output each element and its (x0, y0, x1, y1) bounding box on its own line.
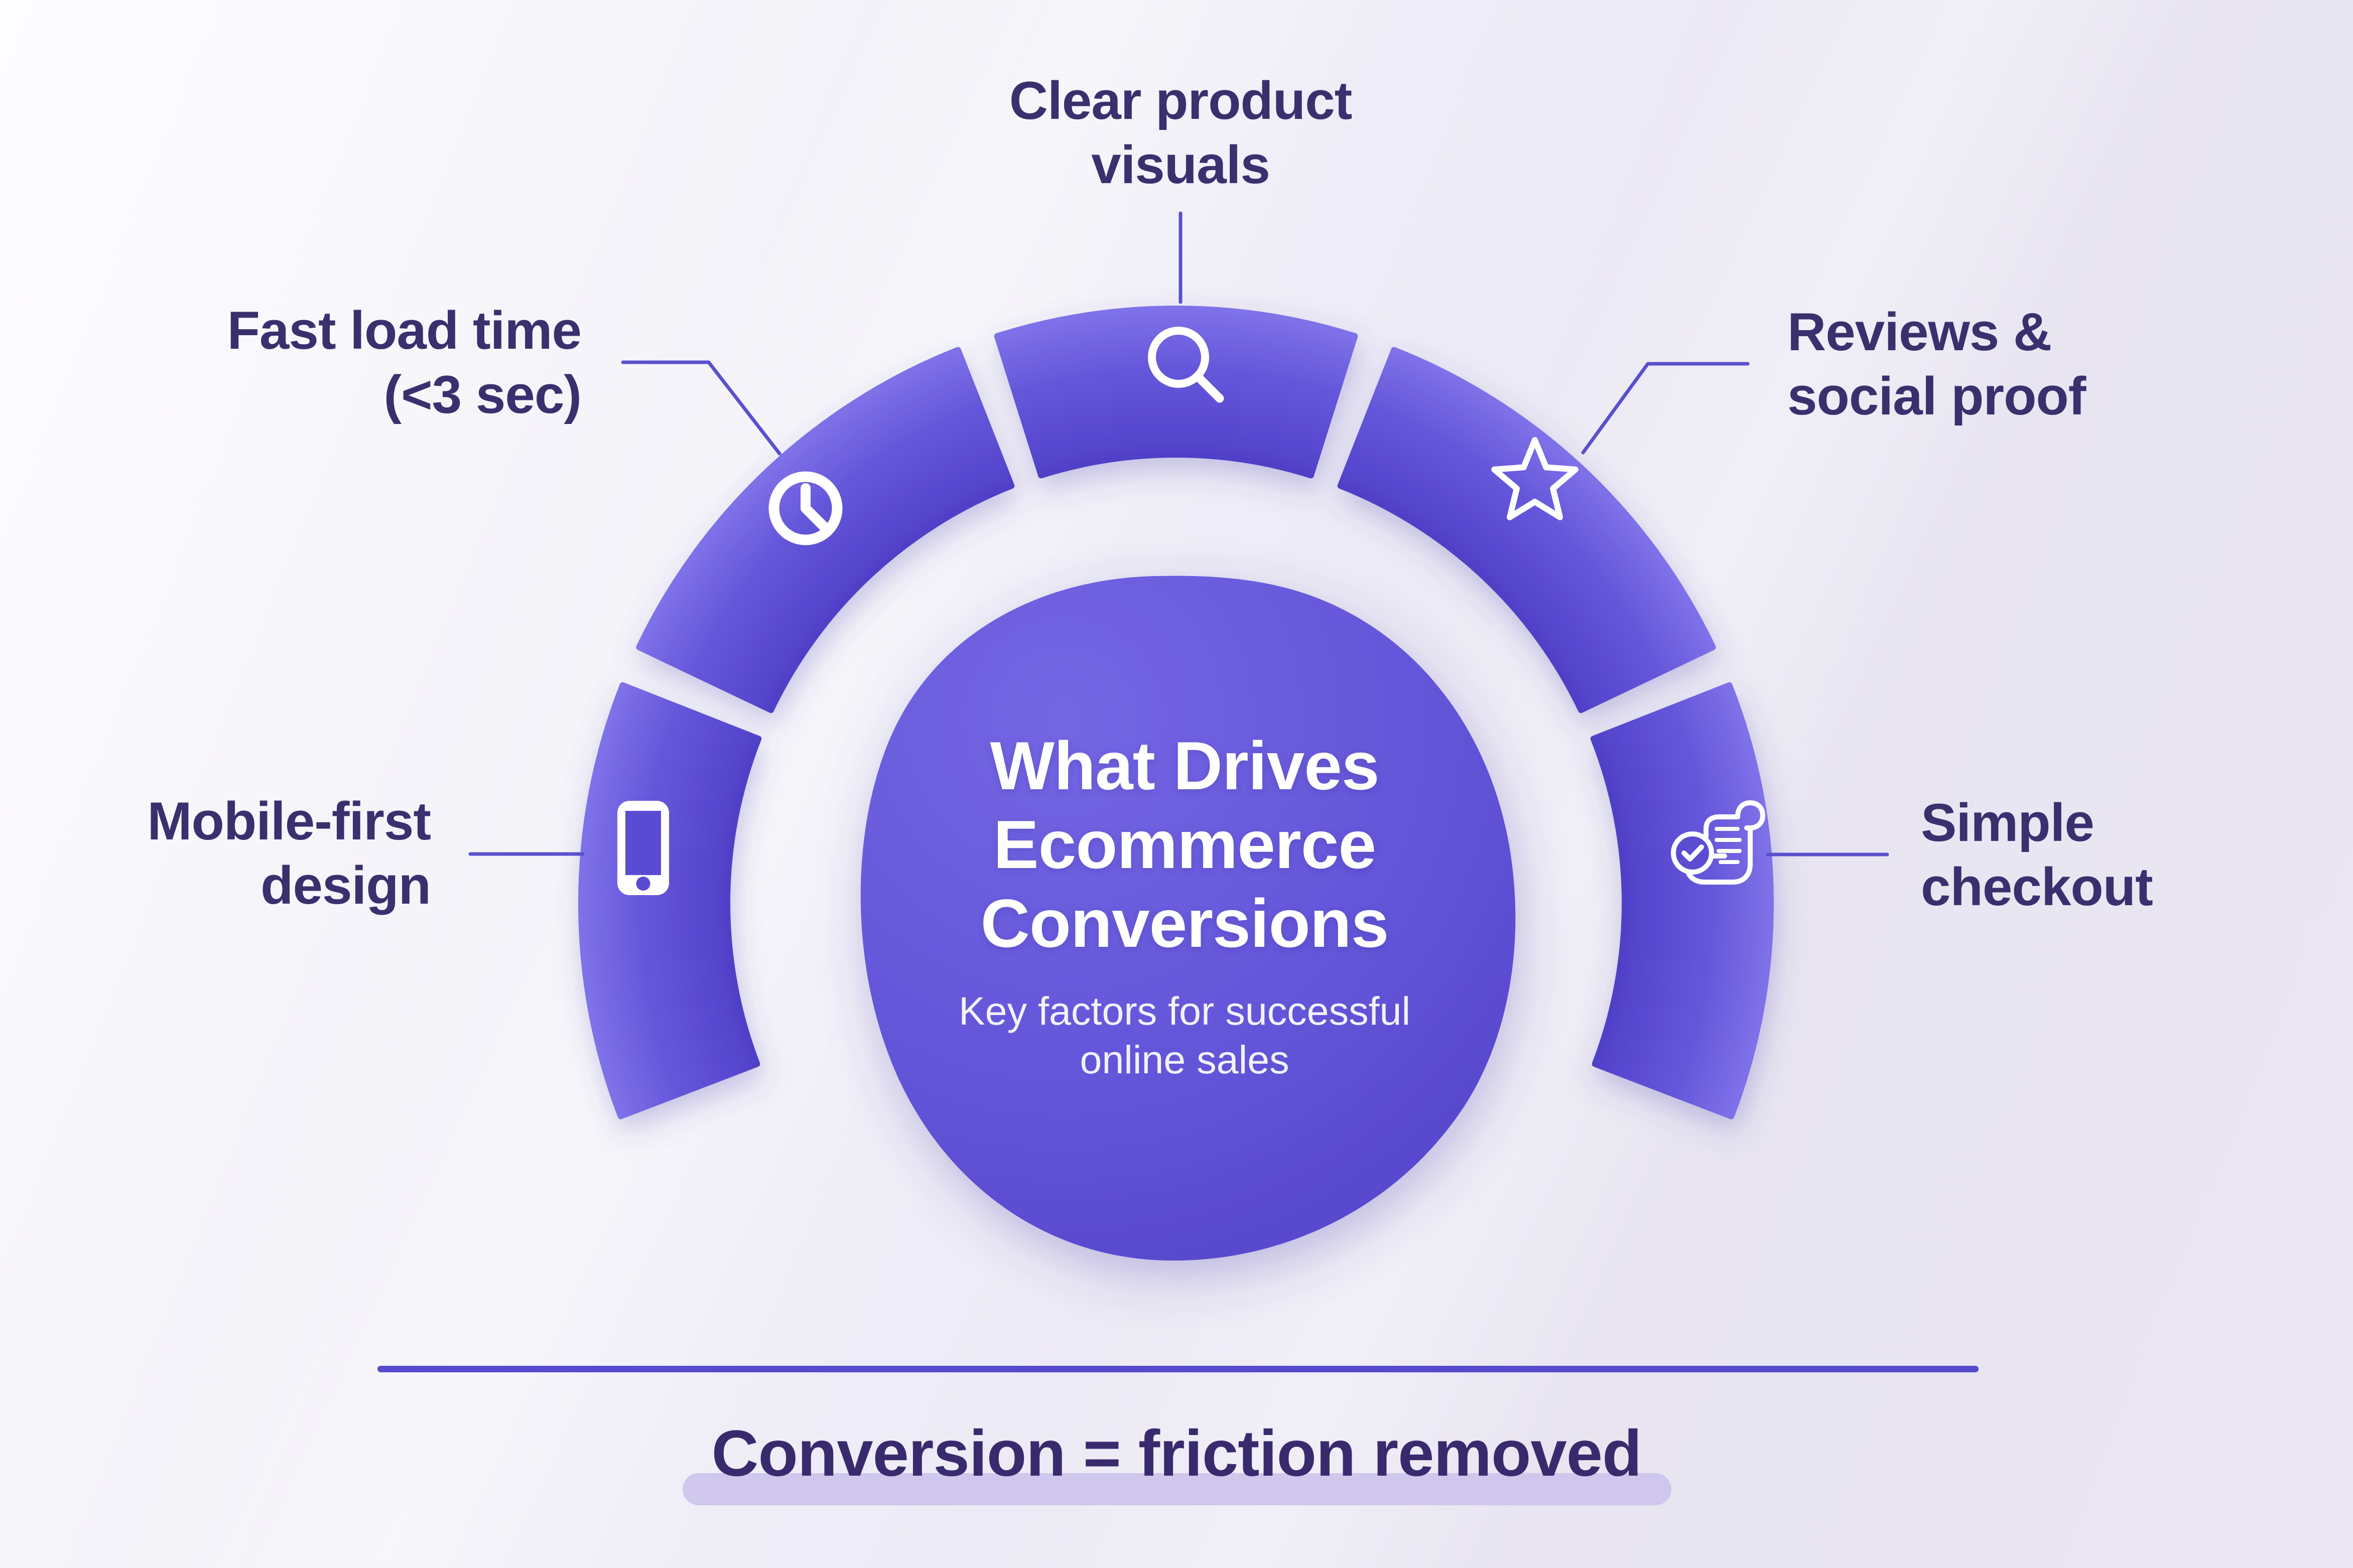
tagline-highlight-pill (683, 1473, 1671, 1505)
tagline-text: Conversion = friction removed (711, 1416, 1642, 1490)
ring-segment-simple-checkout (1590, 682, 1774, 1119)
factor-label-reviews: Reviews & social proof (1787, 302, 2086, 426)
connector-reviews (1581, 362, 1750, 455)
center-subtitle: Key factors for successful online sales (958, 988, 1411, 1082)
magnifying-glass-icon (1148, 327, 1224, 403)
smartphone-icon (617, 801, 669, 895)
factor-label-fast-load: Fast load time (<3 sec) (227, 300, 582, 424)
connector-fast-load (621, 360, 781, 456)
ring-segment-reviews (1337, 347, 1716, 714)
star-icon (1491, 437, 1579, 520)
footer-divider (377, 1366, 1979, 1372)
factor-label-product-visuals: Clear product visuals (1009, 70, 1353, 195)
factor-label-simple-checkout: Simple checkout (1921, 792, 2153, 917)
ring-segment-product-visuals (994, 306, 1358, 479)
connector-lines (468, 211, 1889, 857)
factor-ring (578, 306, 1774, 1119)
center-title: What Drives Ecommerce Conversions (980, 728, 1389, 961)
clock-icon (768, 471, 843, 545)
ring-segment-mobile-first (578, 682, 762, 1119)
receipt-icon (1671, 800, 1765, 885)
factor-label-mobile-first: Mobile-first design (147, 791, 431, 915)
center-blob (860, 576, 1516, 1261)
